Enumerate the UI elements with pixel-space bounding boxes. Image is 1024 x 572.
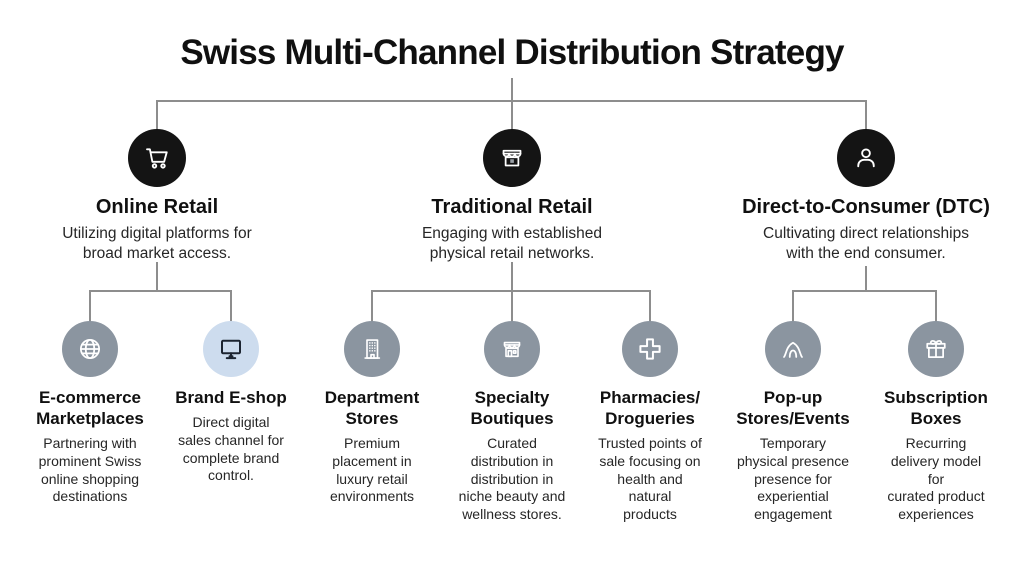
connector-line xyxy=(511,78,513,100)
subnode-description: Trusted points of sale focusing on healt… xyxy=(598,435,702,523)
globe-icon xyxy=(79,338,101,360)
shop-icon xyxy=(503,341,521,358)
tent-icon xyxy=(783,341,803,358)
subscription-boxes-node-circle xyxy=(908,321,964,377)
pharmacies-node-circle xyxy=(622,321,678,377)
branch-label: Online Retail xyxy=(95,196,219,218)
subnode-description: Partnering with prominent Swiss online s… xyxy=(38,435,142,505)
connector-line xyxy=(935,290,937,322)
connector-line xyxy=(792,290,937,292)
subnode-description: Premium placement in luxury retail envir… xyxy=(329,435,415,505)
connector-line xyxy=(649,290,651,322)
subnode-description: Curated distribution in distribution in … xyxy=(458,435,566,523)
connector-line xyxy=(230,290,232,322)
ecommerce-node-circle xyxy=(62,321,118,377)
popup-stores-node-circle xyxy=(765,321,821,377)
subnode-description: Recurring delivery model for curated pro… xyxy=(887,435,985,523)
subnode-label: E-commerce Marketplaces xyxy=(36,388,144,429)
connector-line xyxy=(865,266,867,291)
storefront-icon xyxy=(502,149,522,167)
department-stores-node-circle xyxy=(344,321,400,377)
page-title: Swiss Multi-Channel Distribution Strateg… xyxy=(180,33,844,72)
connector-line xyxy=(511,100,513,130)
subnode-ecommerce-marketplaces: E-commerce Marketplaces Partnering with … xyxy=(15,321,165,506)
person-icon xyxy=(857,148,875,168)
connector-line xyxy=(156,100,158,130)
subnode-description: Direct digital sales channel for complet… xyxy=(178,414,284,484)
connector-line xyxy=(865,100,867,130)
connector-line xyxy=(511,262,513,291)
branch-description: Cultivating direct relationships with th… xyxy=(763,225,969,263)
traditional-retail-node-circle xyxy=(483,129,541,187)
subnode-label: Pop-up Stores/Events xyxy=(736,388,850,429)
shopping-cart-icon xyxy=(146,148,168,169)
subnode-label: Pharmacies/ Drogueries xyxy=(599,388,701,429)
branch-direct-to-consumer: Direct-to-Consumer (DTC) Cultivating dir… xyxy=(736,129,996,264)
subnode-subscription-boxes: Subscription Boxes Recurring delivery mo… xyxy=(856,321,1016,524)
connector-line xyxy=(371,290,373,322)
branch-traditional-retail: Traditional Retail Engaging with establi… xyxy=(392,129,632,264)
subnode-specialty-boutiques: Specialty Boutiques Curated distribution… xyxy=(437,321,587,524)
subnode-description: Temporary physical presence presence for… xyxy=(736,435,850,523)
connector-line xyxy=(89,290,232,292)
building-icon xyxy=(364,339,381,359)
connector-line xyxy=(792,290,794,322)
subnode-pharmacies-drogueries: Pharmacies/ Drogueries Trusted points of… xyxy=(575,321,725,524)
branch-label: Direct-to-Consumer (DTC) xyxy=(742,196,990,218)
branch-label: Traditional Retail xyxy=(431,196,593,218)
subnode-label: Brand E-shop xyxy=(175,388,287,407)
medical-cross-icon xyxy=(639,338,661,360)
branch-description: Engaging with established physical retai… xyxy=(421,225,603,263)
connector-line xyxy=(156,262,158,291)
monitor-icon xyxy=(221,339,241,360)
subnode-popup-stores-events: Pop-up Stores/Events Temporary physical … xyxy=(713,321,873,524)
gift-icon xyxy=(926,340,946,358)
connector-line xyxy=(511,290,513,322)
subnode-brand-eshop: Brand E-shop Direct digital sales channe… xyxy=(156,321,306,485)
branch-description: Utilizing digital platforms for broad ma… xyxy=(62,225,252,263)
brand-eshop-node-circle xyxy=(203,321,259,377)
dtc-node-circle xyxy=(837,129,895,187)
connector-line xyxy=(89,290,91,322)
specialty-boutiques-node-circle xyxy=(484,321,540,377)
subnode-department-stores: Department Stores Premium placement in l… xyxy=(297,321,447,506)
subnode-label: Department Stores xyxy=(324,388,420,429)
subnode-label: Specialty Boutiques xyxy=(470,388,554,429)
branch-online-retail: Online Retail Utilizing digital platform… xyxy=(37,129,277,264)
subnode-label: Subscription Boxes xyxy=(884,388,988,429)
online-retail-node-circle xyxy=(128,129,186,187)
